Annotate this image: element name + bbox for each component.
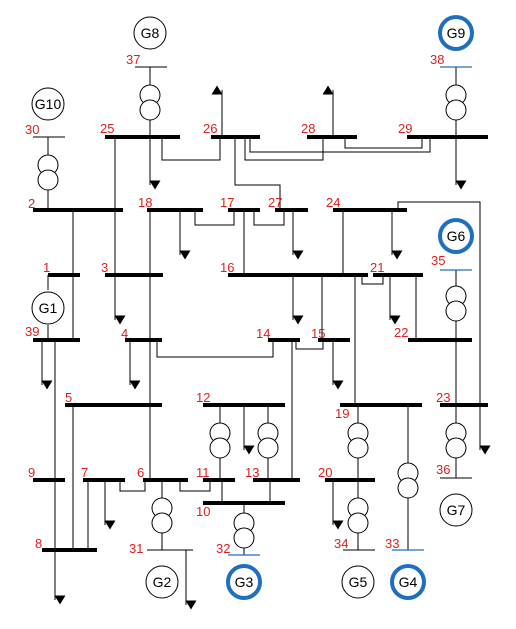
bus-number-label: 10 (196, 504, 210, 519)
bus-number-label: 11 (196, 465, 210, 480)
bus-number-label: 2 (28, 196, 35, 211)
line-6-11 (179, 480, 211, 492)
bus-number-label: 38 (430, 52, 444, 67)
bus-number-label: 28 (301, 121, 315, 136)
line-25-26 (161, 137, 221, 161)
bus-number-label: 13 (245, 465, 259, 480)
bus-number-label: 34 (334, 536, 348, 551)
generator-g4: G4 (390, 564, 426, 600)
bus-number-label: 35 (431, 253, 445, 268)
transformer-icon (445, 285, 467, 322)
transformer-icon (257, 422, 279, 459)
line-26-27 (234, 137, 281, 210)
line-4-14 (156, 340, 274, 358)
bus-number-label: 27 (268, 195, 282, 210)
line-28-29 (344, 137, 423, 149)
bus-bars (33, 135, 488, 552)
transformer-icon (151, 497, 173, 534)
transformer-icon (347, 422, 369, 459)
bus-number-label: 30 (25, 122, 39, 137)
generator-label: G6 (447, 228, 466, 244)
bus-number-label: 1 (43, 260, 50, 275)
generator-g5: G5 (341, 565, 375, 599)
bus-number-label: 21 (370, 260, 384, 275)
generator-g8: G8 (133, 16, 167, 50)
bus-number-label: 8 (35, 536, 42, 551)
generator-g7: G7 (439, 493, 473, 527)
line-26-28 (244, 137, 324, 161)
bus-number-label: 9 (28, 465, 35, 480)
bus-number-label: 19 (335, 406, 349, 421)
generator-g1: G1 (31, 291, 65, 325)
bus-number-label: 17 (220, 195, 234, 210)
load-arrows (41, 85, 491, 610)
generator-buses (33, 66, 472, 556)
transformer-icon (445, 422, 467, 459)
bus-number-label: 22 (394, 325, 408, 340)
bus-number-label: 6 (137, 465, 144, 480)
generator-g3: G3 (226, 564, 262, 600)
transformer-icon (445, 84, 467, 121)
bus-number-label: 25 (100, 121, 114, 136)
line-26-29a (249, 137, 431, 153)
line-23-24 (397, 201, 481, 405)
bus-number-label: 32 (216, 541, 230, 556)
bus-number-labels: 1 2 3 4 5 6 7 8 9 10 11 12 13 14 15 16 1… (25, 52, 450, 556)
generator-g9: G9 (438, 15, 474, 51)
line-17-18 (194, 210, 235, 226)
generator-label: G1 (39, 300, 58, 316)
transformer-icon (209, 422, 231, 459)
bus-number-label: 20 (318, 465, 332, 480)
line-17-27 (253, 210, 285, 226)
bus-number-label: 26 (203, 121, 217, 136)
bus-number-label: 3 (101, 260, 108, 275)
transformer-icon (233, 512, 255, 549)
bus-number-label: 18 (138, 195, 152, 210)
line-6-7 (119, 480, 146, 492)
bus-number-label: 31 (129, 541, 143, 556)
bus-number-label: 36 (436, 462, 450, 477)
bus-number-label: 12 (196, 390, 210, 405)
generator-label: G5 (349, 574, 368, 590)
generator-label: G10 (35, 96, 62, 112)
transformers (37, 84, 467, 549)
line-16-21 (361, 275, 384, 285)
bus-number-label: 24 (326, 195, 340, 210)
generators: G10 G8 G9 G6 G1 G7 G2 G3 G5 G4 (31, 15, 474, 600)
bus-number-label: 37 (126, 52, 140, 67)
transformer-icon (37, 154, 59, 191)
generator-label: G4 (399, 574, 418, 590)
generator-label: G9 (447, 25, 466, 41)
bus-number-label: 15 (311, 326, 325, 341)
bus-number-label: 14 (256, 326, 270, 341)
bus-number-label: 5 (65, 390, 72, 405)
generator-label: G7 (447, 502, 466, 518)
generator-label: G8 (141, 25, 160, 41)
bus-number-label: 29 (398, 121, 412, 136)
bus-number-label: 33 (385, 536, 399, 551)
bus-number-label: 4 (121, 326, 128, 341)
line-14-15 (295, 340, 324, 350)
transformer-icon (139, 84, 161, 121)
bus-number-label: 16 (220, 260, 234, 275)
bus-number-label: 23 (436, 390, 450, 405)
generator-g6: G6 (438, 218, 474, 254)
generator-g2: G2 (145, 565, 179, 599)
bus-number-label: 39 (25, 324, 39, 339)
transformer-icon (347, 497, 369, 534)
generator-label: G2 (153, 574, 172, 590)
transformer-icon (397, 462, 419, 499)
generator-g10: G10 (31, 87, 65, 121)
generator-label: G3 (235, 574, 254, 590)
bus-number-label: 7 (81, 465, 88, 480)
